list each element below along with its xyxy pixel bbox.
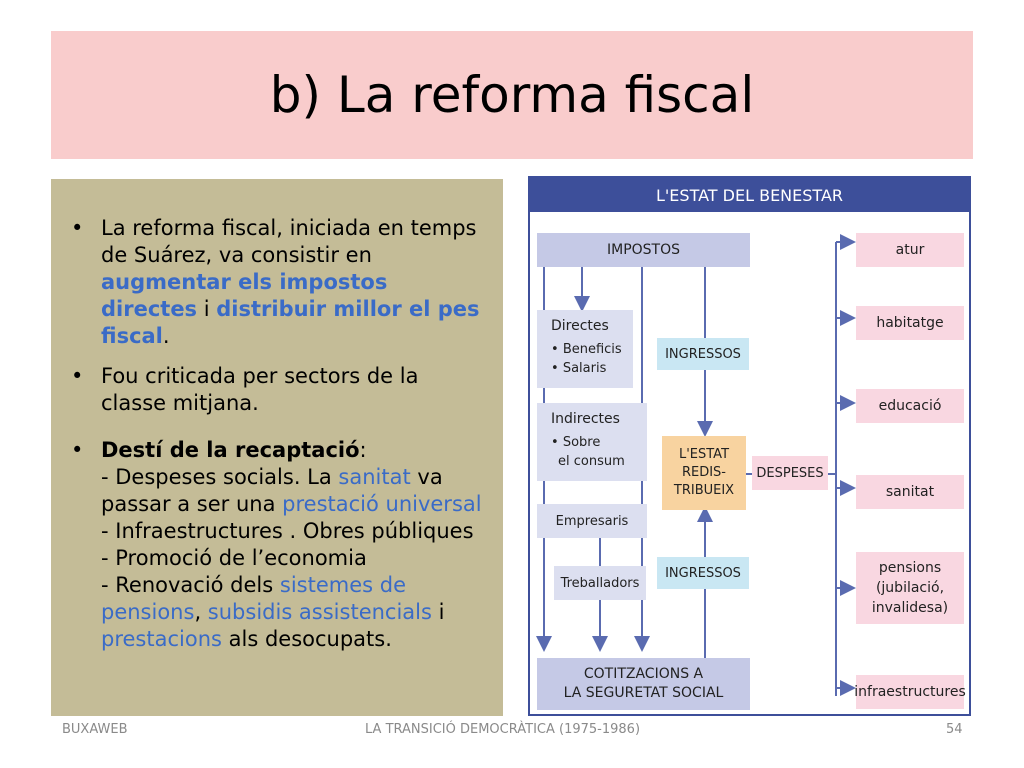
bullet-icon: • bbox=[71, 216, 84, 240]
slide-title: b) La reforma fiscal bbox=[269, 66, 755, 124]
ingressos-bottom-box: INGRESSOS bbox=[657, 557, 749, 589]
text-panel: • La reforma fiscal, iniciada en temps d… bbox=[51, 179, 503, 716]
empresaris-box: Empresaris bbox=[537, 504, 647, 538]
footer-page-number: 54 bbox=[946, 722, 963, 737]
directes-box: Directes • Beneficis • Salaris bbox=[537, 310, 633, 388]
bullet-item-reforma: • La reforma fiscal, iniciada en temps d… bbox=[71, 216, 480, 348]
indirectes-title: Indirectes bbox=[551, 411, 620, 427]
cotitzacions-box: COTITZACIONS A LA SEGURETAT SOCIAL bbox=[537, 658, 750, 710]
estat-redistribueix-box: L'ESTAT REDIS- TRIBUEIX bbox=[662, 436, 746, 510]
highlight-augmentar: augmentar els impostos directes bbox=[101, 270, 388, 321]
welfare-state-diagram: L'ESTAT DEL BENESTAR IMPOSTOS Dire bbox=[528, 176, 971, 716]
footer-left: BUXAWEB bbox=[62, 722, 128, 737]
ingressos-top-box: INGRESSOS bbox=[657, 338, 749, 370]
despeses-box: DESPESES bbox=[752, 456, 828, 490]
desti-line-socials: - Despeses socials. La sanitat va passar… bbox=[101, 465, 482, 516]
bullet-item-desti: • Destí de la recaptació: - Despeses soc… bbox=[71, 437, 489, 653]
indirectes-box: Indirectes • Sobre el consum bbox=[537, 403, 647, 481]
bullet-icon: • bbox=[71, 438, 84, 462]
bullet-list: • La reforma fiscal, iniciada en temps d… bbox=[71, 215, 489, 653]
bullet-icon: • bbox=[71, 364, 84, 388]
treballadors-box: Treballadors bbox=[554, 566, 646, 600]
desti-line-infra: - Infraestructures . Obres públiques bbox=[101, 519, 474, 543]
indirectes-item-2: el consum bbox=[558, 454, 625, 469]
destination-pensions: pensions (jubilació, invalidesa) bbox=[856, 552, 964, 624]
desti-heading: Destí de la recaptació bbox=[101, 438, 360, 462]
highlight-distribuir: distribuir millor el pes fiscal bbox=[101, 297, 480, 348]
title-banner: b) La reforma fiscal bbox=[51, 31, 973, 159]
destination-infraestructures: infraestructures bbox=[854, 675, 966, 709]
directes-item-beneficis: • Beneficis bbox=[551, 342, 622, 357]
desti-line-renovacio: - Renovació dels sistemes de pensions, s… bbox=[101, 573, 445, 651]
destination-educacio: educació bbox=[856, 389, 964, 423]
directes-title: Directes bbox=[551, 318, 609, 334]
destination-sanitat: sanitat bbox=[856, 475, 964, 509]
destination-habitatge: habitatge bbox=[856, 306, 964, 340]
directes-item-salaris: • Salaris bbox=[551, 361, 607, 376]
footer-center: LA TRANSICIÓ DEMOCRÀTICA (1975-1986) bbox=[365, 722, 641, 737]
indirectes-item: • Sobre bbox=[551, 435, 601, 450]
impostos-box: IMPOSTOS bbox=[537, 233, 750, 267]
destination-atur: atur bbox=[856, 233, 964, 267]
diagram-header: L'ESTAT DEL BENESTAR bbox=[530, 178, 969, 212]
desti-line-promocio: - Promoció de l’economia bbox=[101, 546, 367, 570]
bullet-item-critica: • Fou criticada per sectors de la classe… bbox=[71, 364, 419, 415]
